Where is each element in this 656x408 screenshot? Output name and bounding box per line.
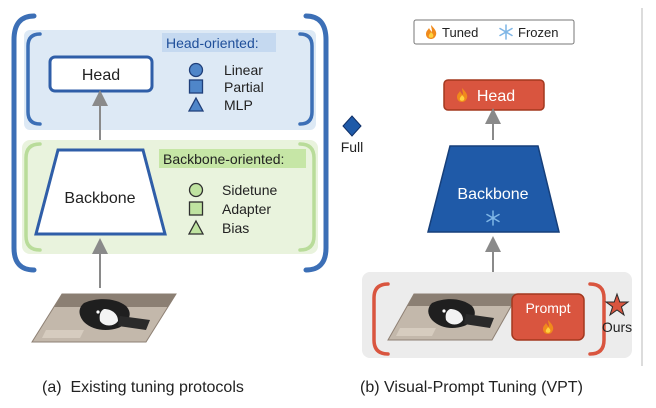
- head-oriented-title: Head-oriented:: [166, 35, 259, 51]
- prompt-label: Prompt: [525, 300, 570, 316]
- right-panel: Tuned Frozen Head Backbone P: [362, 8, 643, 366]
- legend-box: [413, 19, 575, 45]
- legend-tuned-label: Tuned: [442, 25, 478, 40]
- adapter-label: Adapter: [222, 201, 271, 217]
- caption-right: (b) Visual-Prompt Tuning (VPT): [360, 379, 583, 396]
- backbone-panel-bracket-left: [24, 142, 42, 252]
- vpt-head-label: Head: [477, 88, 515, 105]
- partial-label: Partial: [224, 79, 264, 95]
- bias-marker: [187, 219, 205, 235]
- sidetune-label: Sidetune: [222, 182, 277, 198]
- adapter-marker: [188, 201, 204, 216]
- full-label: Full: [341, 139, 364, 155]
- vpt-input-bracket-right: [588, 282, 606, 356]
- left-panel: Head-oriented: Head Linear Partial MLP B…: [11, 13, 364, 343]
- bias-label: Bias: [222, 220, 249, 236]
- legend-frozen-label: Frozen: [518, 25, 558, 40]
- linear-marker: [188, 62, 204, 78]
- vpt-input-bracket-left: [372, 282, 390, 356]
- backbone-panel-bracket-right: [298, 142, 316, 252]
- caption-left: (a) Existing tuning protocols: [42, 379, 244, 396]
- prompt-box: [511, 293, 585, 341]
- partial-marker: [188, 79, 204, 94]
- vpt-backbone-trapezoid: [427, 145, 560, 233]
- head-panel-bracket-left: [26, 32, 42, 126]
- head-panel-bracket-right: [298, 32, 314, 126]
- backbone-oriented-title-bg: [159, 149, 306, 168]
- vpt-backbone-label: Backbone: [457, 186, 528, 203]
- mlp-label: MLP: [224, 97, 253, 113]
- backbone-oriented-title: Backbone-oriented:: [163, 151, 284, 167]
- mlp-marker: [187, 96, 205, 112]
- dog-photo-icon: [31, 293, 177, 343]
- vpt-dog-photo-icon: [387, 293, 519, 341]
- backbone-trapezoid: [34, 148, 167, 236]
- backbone-label: Backbone: [64, 190, 135, 207]
- ours-label: Ours: [602, 319, 632, 335]
- left-outer-bracket-left: [11, 13, 37, 273]
- linear-label: Linear: [224, 62, 263, 78]
- head-oriented-title-bg: [162, 33, 276, 52]
- ours-star-icon: [604, 292, 630, 317]
- head-label: Head: [82, 67, 120, 84]
- full-marker: [342, 115, 362, 137]
- left-outer-bracket-right: [303, 13, 329, 273]
- sidetune-marker: [188, 182, 204, 198]
